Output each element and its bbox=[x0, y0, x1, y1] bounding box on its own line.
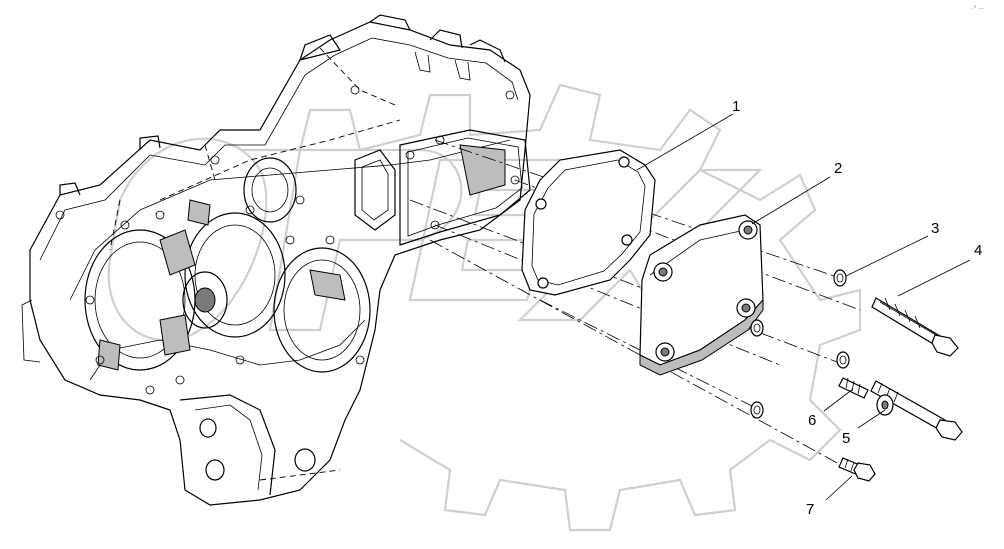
gear-housing bbox=[21, 14, 531, 506]
long-bolt-part bbox=[871, 297, 959, 357]
bolt-with-nut-part bbox=[870, 380, 963, 441]
callout-2: 2 bbox=[834, 160, 842, 177]
callout-labels: 1 2 3 4 5 6 7 bbox=[732, 98, 982, 518]
callout-4: 4 bbox=[974, 242, 982, 259]
callout-1: 1 bbox=[732, 98, 740, 115]
cover-plate-part bbox=[639, 214, 764, 376]
corner-mark: ·° ··· bbox=[972, 6, 984, 12]
gasket-part bbox=[521, 149, 656, 296]
stud-part bbox=[838, 377, 869, 399]
callout-3: 3 bbox=[931, 220, 939, 237]
washers bbox=[750, 269, 850, 419]
callout-6: 6 bbox=[808, 412, 816, 429]
callout-5: 5 bbox=[842, 430, 850, 447]
callout-7: 7 bbox=[806, 501, 814, 518]
housing-bolt-holes bbox=[55, 85, 520, 395]
leader-lines bbox=[636, 113, 971, 501]
short-bolt-part bbox=[838, 457, 876, 482]
